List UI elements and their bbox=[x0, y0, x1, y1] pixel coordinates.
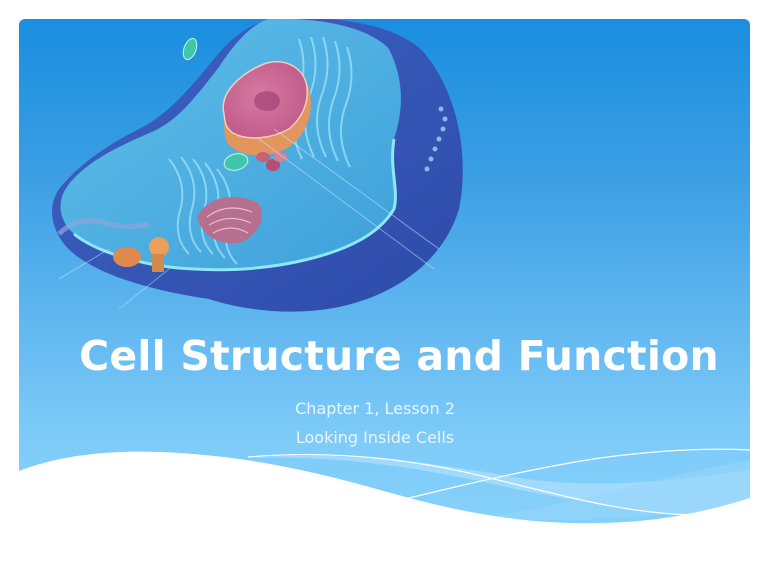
slide-subtitle-chapter: Chapter 1, Lesson 2 bbox=[295, 399, 455, 418]
golgi-icon bbox=[197, 197, 262, 244]
cell-illustration bbox=[52, 19, 463, 312]
mitochondrion-icon bbox=[182, 37, 198, 61]
slide: Cell Structure and Function Chapter 1, L… bbox=[19, 19, 750, 529]
centriole-icon bbox=[113, 237, 169, 272]
slide-subtitle-lesson: Looking Inside Cells bbox=[295, 428, 455, 447]
nucleus-icon bbox=[222, 61, 311, 156]
slide-title: Cell Structure and Function bbox=[79, 332, 719, 380]
